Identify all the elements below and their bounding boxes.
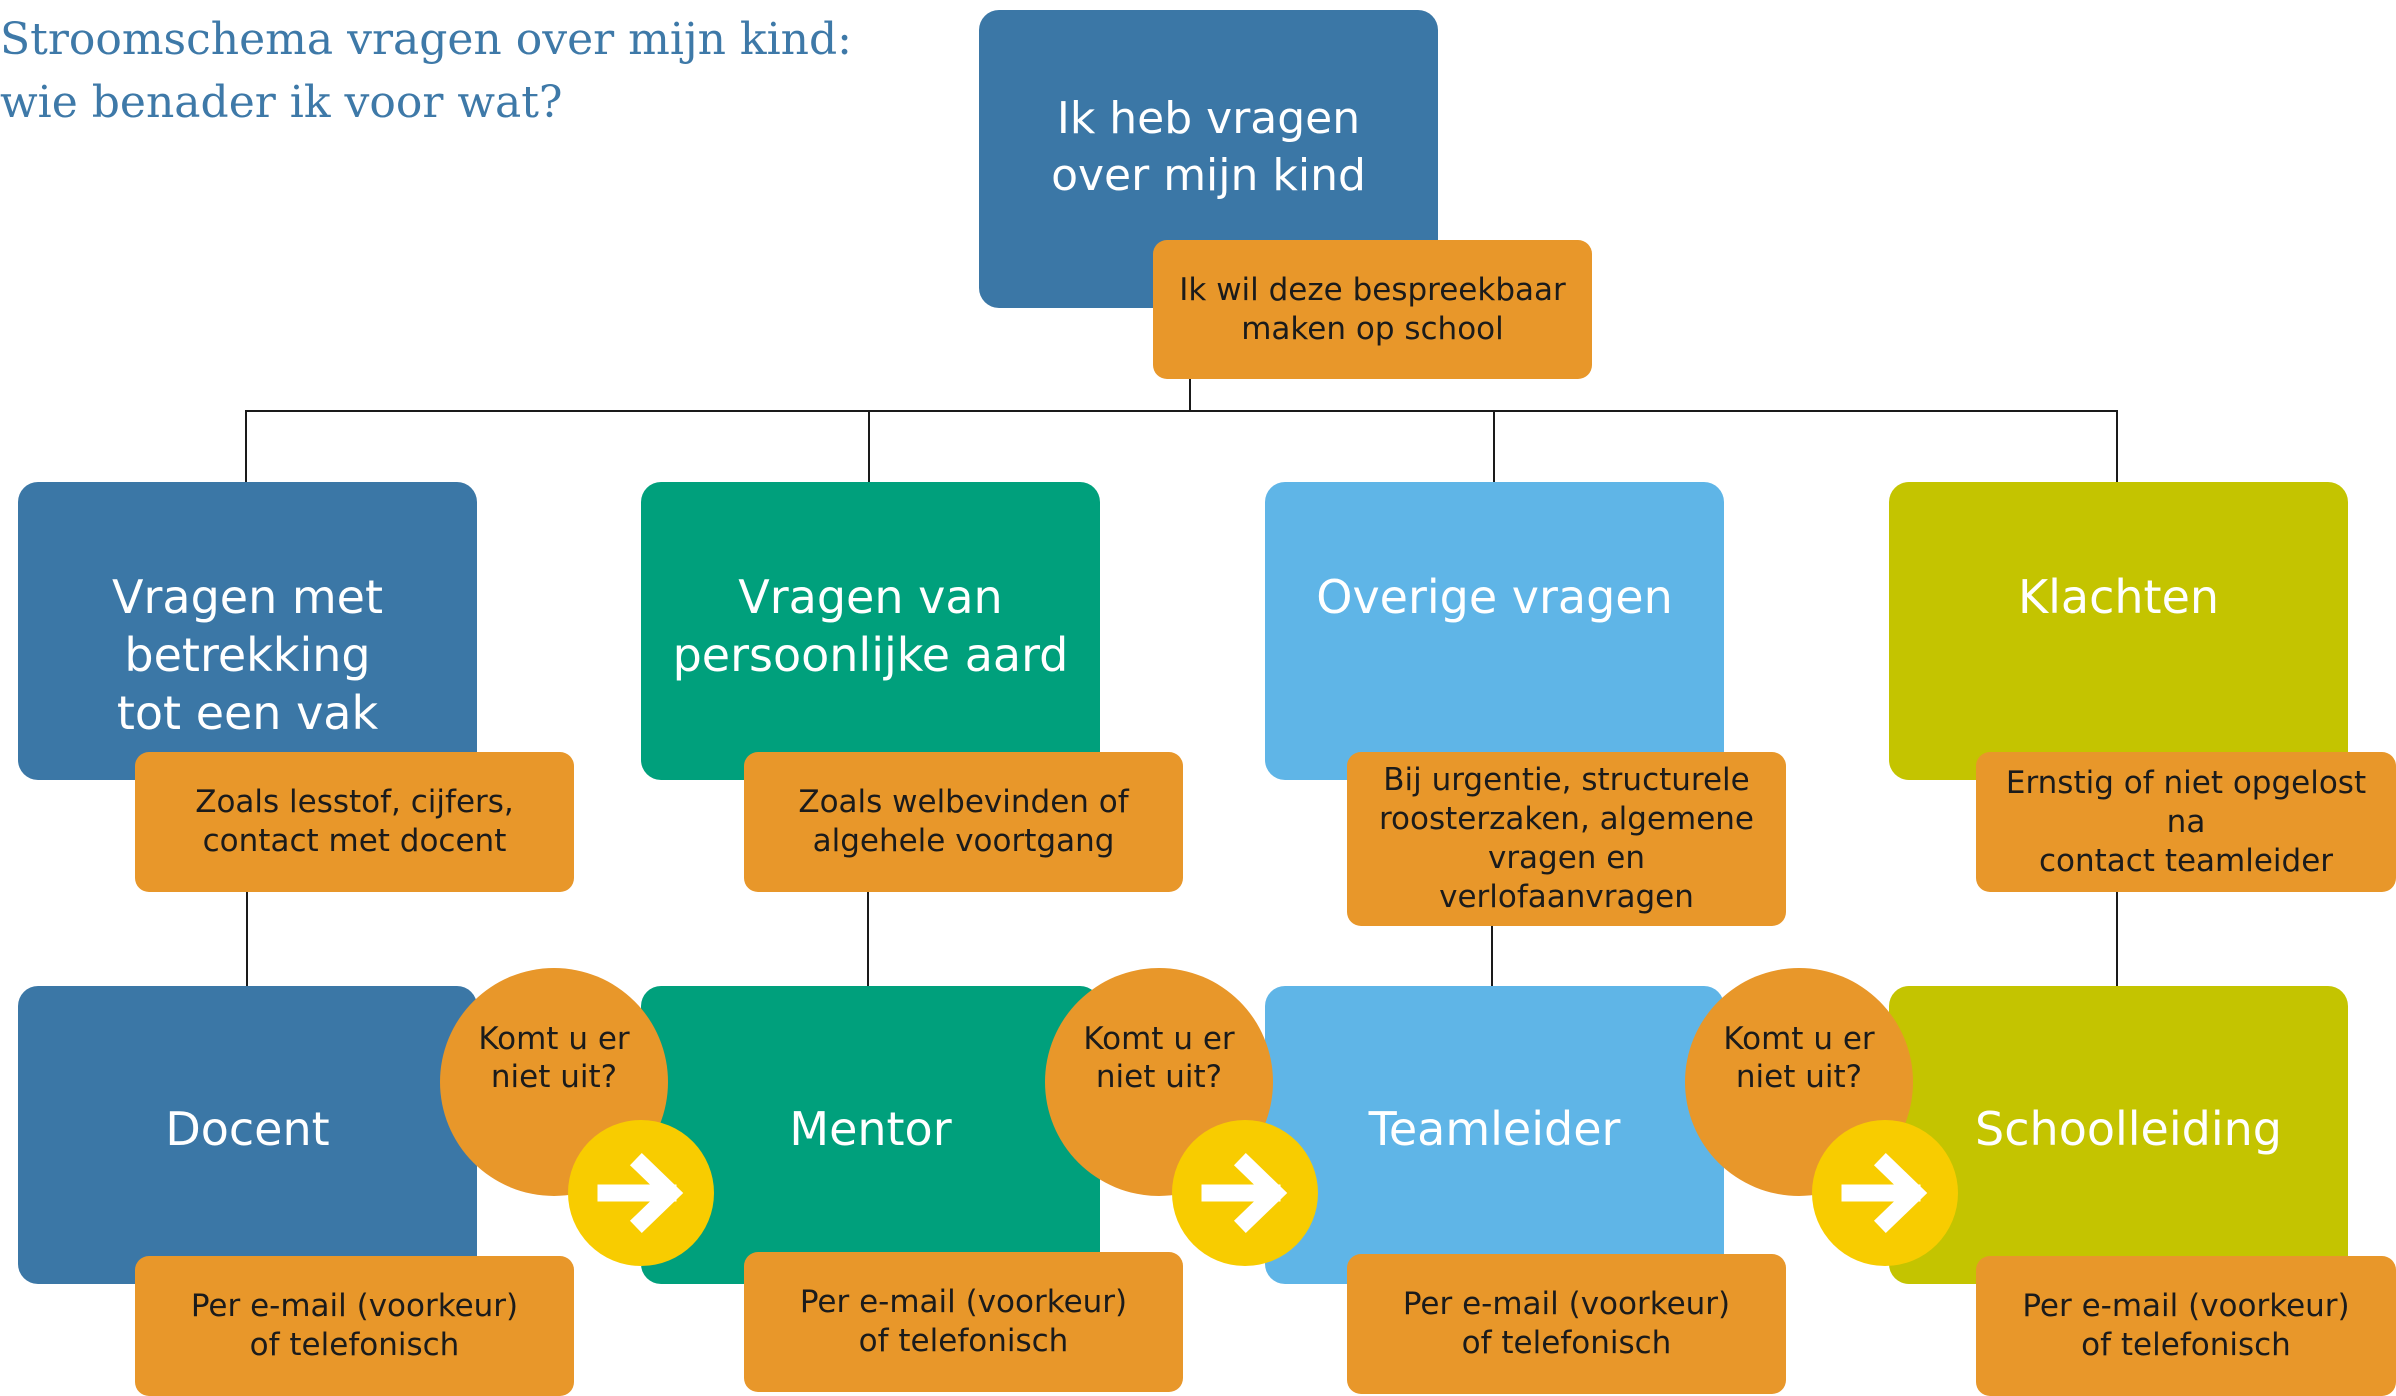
contact-label-mentor: Mentor	[789, 1102, 952, 1156]
connector-vertical-2	[867, 892, 869, 986]
contact-box-schoolleiding: Schoolleiding	[1889, 986, 2348, 1284]
root-label: Ik heb vragen over mijn kind	[1051, 93, 1366, 201]
category-label-subject: Vragen met betrekking tot een vak	[112, 570, 383, 740]
page-title: Stroomschema vragen over mijn kind: wie …	[0, 14, 852, 128]
arrow-right-icon	[1812, 1120, 1958, 1266]
connector-vertical-3	[1491, 926, 1493, 986]
category-label-other: Overige vragen	[1316, 570, 1673, 624]
contact-note-teamleider: Per e-mail (voorkeur) of telefonisch	[1347, 1254, 1786, 1394]
contact-box-docent: Docent	[18, 986, 477, 1284]
escalation-label-2: Komt u er niet uit?	[1083, 1021, 1235, 1095]
connector-vertical-1	[246, 892, 248, 986]
connector-root-down	[1189, 375, 1191, 411]
category-note-complaints: Ernstig of niet opgelost na contact team…	[1976, 752, 2396, 892]
category-label-complaints: Klachten	[2017, 570, 2220, 624]
connector-drop-3	[1493, 410, 1495, 482]
contact-label-teamleider: Teamleider	[1368, 1102, 1621, 1156]
connector-vertical-4	[2116, 892, 2118, 986]
contact-note-docent: Per e-mail (voorkeur) of telefonisch	[135, 1256, 574, 1396]
arrow-right-icon	[1172, 1120, 1318, 1266]
arrow-right-icon	[568, 1120, 714, 1266]
category-note-subject: Zoals lesstof, cijfers, contact met doce…	[135, 752, 574, 892]
root-note: Ik wil deze bespreekbaar maken op school	[1153, 240, 1592, 379]
category-box-personal: Vragen van persoonlijke aard	[641, 482, 1100, 780]
contact-box-teamleider: Teamleider	[1265, 986, 1724, 1284]
contact-label-docent: Docent	[165, 1102, 330, 1156]
category-note-other: Bij urgentie, structurele roosterzaken, …	[1347, 752, 1786, 926]
category-box-subject: Vragen met betrekking tot een vak	[18, 482, 477, 780]
category-note-personal: Zoals welbevinden of algehele voortgang	[744, 752, 1183, 892]
escalation-label-1: Komt u er niet uit?	[478, 1021, 630, 1095]
connector-drop-1	[245, 410, 247, 482]
connector-horizontal	[245, 410, 2118, 412]
escalation-label-3: Komt u er niet uit?	[1723, 1021, 1875, 1095]
category-box-complaints: Klachten	[1889, 482, 2348, 780]
contact-note-schoolleiding: Per e-mail (voorkeur) of telefonisch	[1976, 1256, 2396, 1396]
category-box-other: Overige vragen	[1265, 482, 1724, 780]
connector-drop-4	[2116, 410, 2118, 482]
connector-drop-2	[868, 410, 870, 482]
contact-label-schoolleiding: Schoolleiding	[1975, 1102, 2282, 1156]
contact-box-mentor: Mentor	[641, 986, 1100, 1284]
category-label-personal: Vragen van persoonlijke aard	[672, 570, 1069, 682]
contact-note-mentor: Per e-mail (voorkeur) of telefonisch	[744, 1252, 1183, 1392]
escalation-circle-1: Komt u er niet uit?	[440, 968, 668, 1196]
